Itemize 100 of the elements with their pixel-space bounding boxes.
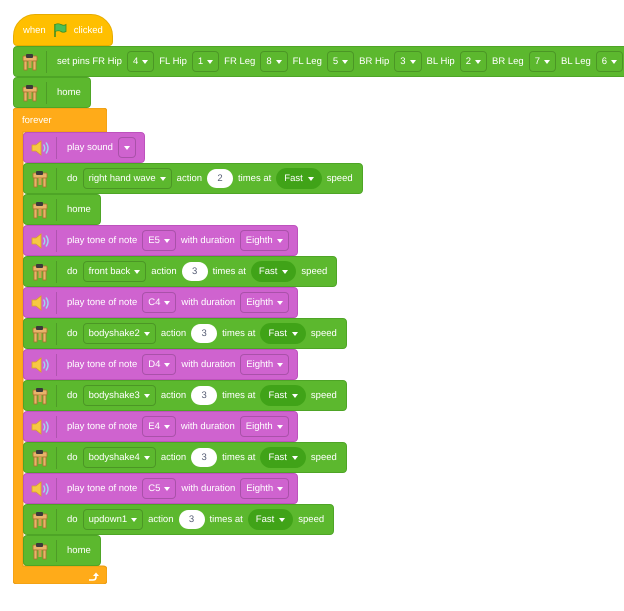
dropdown-field: 5 [326, 51, 354, 72]
dropdown-field: 1 [192, 51, 220, 72]
block-label: play tone of note [67, 483, 138, 494]
dropdown-field: E4 [142, 416, 176, 437]
dropdown-field: Eighth [240, 416, 289, 437]
block-label: FL Leg [292, 56, 322, 67]
dropdown-field: C4 [142, 292, 176, 313]
sound-block [23, 349, 298, 380]
robot-action-block [23, 163, 363, 194]
block-label: play tone of note [67, 359, 138, 370]
block-label: speed [310, 452, 337, 463]
dropdown-field: E5 [142, 230, 176, 251]
block-label: home [57, 87, 81, 98]
block-label: speed [310, 390, 337, 401]
block-label: with duration [181, 297, 236, 308]
block-label: play tone of note [67, 421, 138, 432]
block-label: times at [212, 266, 246, 277]
robot-action-block [13, 46, 624, 77]
block-label: action [148, 514, 174, 525]
event-hat-block [13, 14, 113, 46]
block-label: with duration [180, 421, 235, 432]
block-label: times at [222, 452, 256, 463]
robot-action-block [23, 380, 347, 411]
block-label: forever [22, 114, 52, 126]
dropdown-field: D4 [142, 354, 176, 375]
block-label: with duration [180, 235, 235, 246]
block-label: set pins FR Hip [57, 56, 122, 67]
block-label: action [160, 390, 186, 401]
dropdown-field: bodyshake2 [82, 323, 156, 344]
block-label: do [67, 390, 78, 401]
block-label: FR Leg [224, 56, 256, 67]
dropdown-field: 7 [528, 51, 556, 72]
block-label: play tone of note [67, 235, 138, 246]
block-label: times at [222, 328, 256, 339]
block-label: with duration [181, 359, 236, 370]
dropdown-field: Eighth [240, 478, 290, 499]
dropdown-field: Fast [260, 323, 306, 344]
number-field: 3 [178, 510, 204, 529]
sound-block [23, 225, 298, 256]
robot-action-block [23, 442, 347, 473]
dropdown-field: Fast [260, 447, 306, 468]
block-label: action [160, 328, 186, 339]
block-label: BR Leg [492, 56, 524, 67]
number-field: 3 [191, 448, 218, 467]
dropdown-field: 6 [596, 51, 624, 72]
sound-block [23, 411, 298, 442]
block-label: do [67, 173, 78, 184]
robot-action-block [23, 504, 334, 535]
sound-block [23, 287, 298, 318]
dropdown-field: updown1 [82, 509, 144, 530]
block-label: do [67, 266, 78, 277]
dropdown-field: bodyshake4 [82, 447, 156, 468]
dropdown-field: 2 [460, 51, 488, 72]
dropdown-field: Fast [248, 509, 294, 530]
block-label: times at [222, 390, 256, 401]
dropdown-field: Fast [260, 385, 306, 406]
number-field: 2 [207, 169, 234, 188]
block-label: BL Leg [561, 56, 591, 67]
block-label: speed [301, 266, 328, 277]
robot-action-block [13, 77, 91, 108]
dropdown-field: 8 [260, 51, 288, 72]
dropdown-field: Fast [250, 261, 296, 282]
dropdown-field: front back [82, 261, 146, 282]
block-label: BL Hip [426, 56, 455, 67]
block-label: do [67, 514, 78, 525]
block-label: home [67, 545, 91, 556]
block-label: times at [210, 514, 243, 525]
block-label: times at [238, 173, 272, 184]
block-label: play tone of note [67, 297, 138, 308]
block-label: play sound [67, 142, 113, 153]
block-label: speed [310, 328, 337, 339]
dropdown-field: 4 [126, 51, 154, 72]
dropdown-field: Eighth [240, 354, 290, 375]
block-label: action [151, 266, 177, 277]
block-label: FL Hip [159, 56, 187, 67]
dropdown-field: C5 [142, 478, 176, 499]
block-label: when [23, 24, 46, 36]
block-label: speed [298, 514, 324, 525]
dropdown-field: Fast [276, 168, 322, 189]
block-label: BR Hip [359, 56, 390, 67]
sound-block [23, 132, 145, 163]
block-label: action [160, 452, 186, 463]
block-label: with duration [181, 483, 236, 494]
number-field: 3 [182, 262, 208, 281]
block-label: speed [326, 173, 353, 184]
robot-action-block [23, 256, 338, 287]
block-label: do [67, 452, 78, 463]
dropdown-field: 3 [394, 51, 422, 72]
robot-action-block [23, 318, 347, 349]
dropdown-field: right hand wave [82, 168, 172, 189]
block-label: home [67, 204, 91, 215]
block-label: clicked [74, 24, 103, 36]
dropdown-field: Eighth [240, 230, 289, 251]
number-field: 3 [191, 324, 218, 343]
dropdown-field: bodyshake3 [82, 385, 156, 406]
sound-block [23, 473, 298, 504]
robot-action-block [23, 194, 101, 225]
dropdown-field: Eighth [240, 292, 290, 313]
robot-action-block [23, 535, 101, 566]
block-label: do [67, 328, 78, 339]
